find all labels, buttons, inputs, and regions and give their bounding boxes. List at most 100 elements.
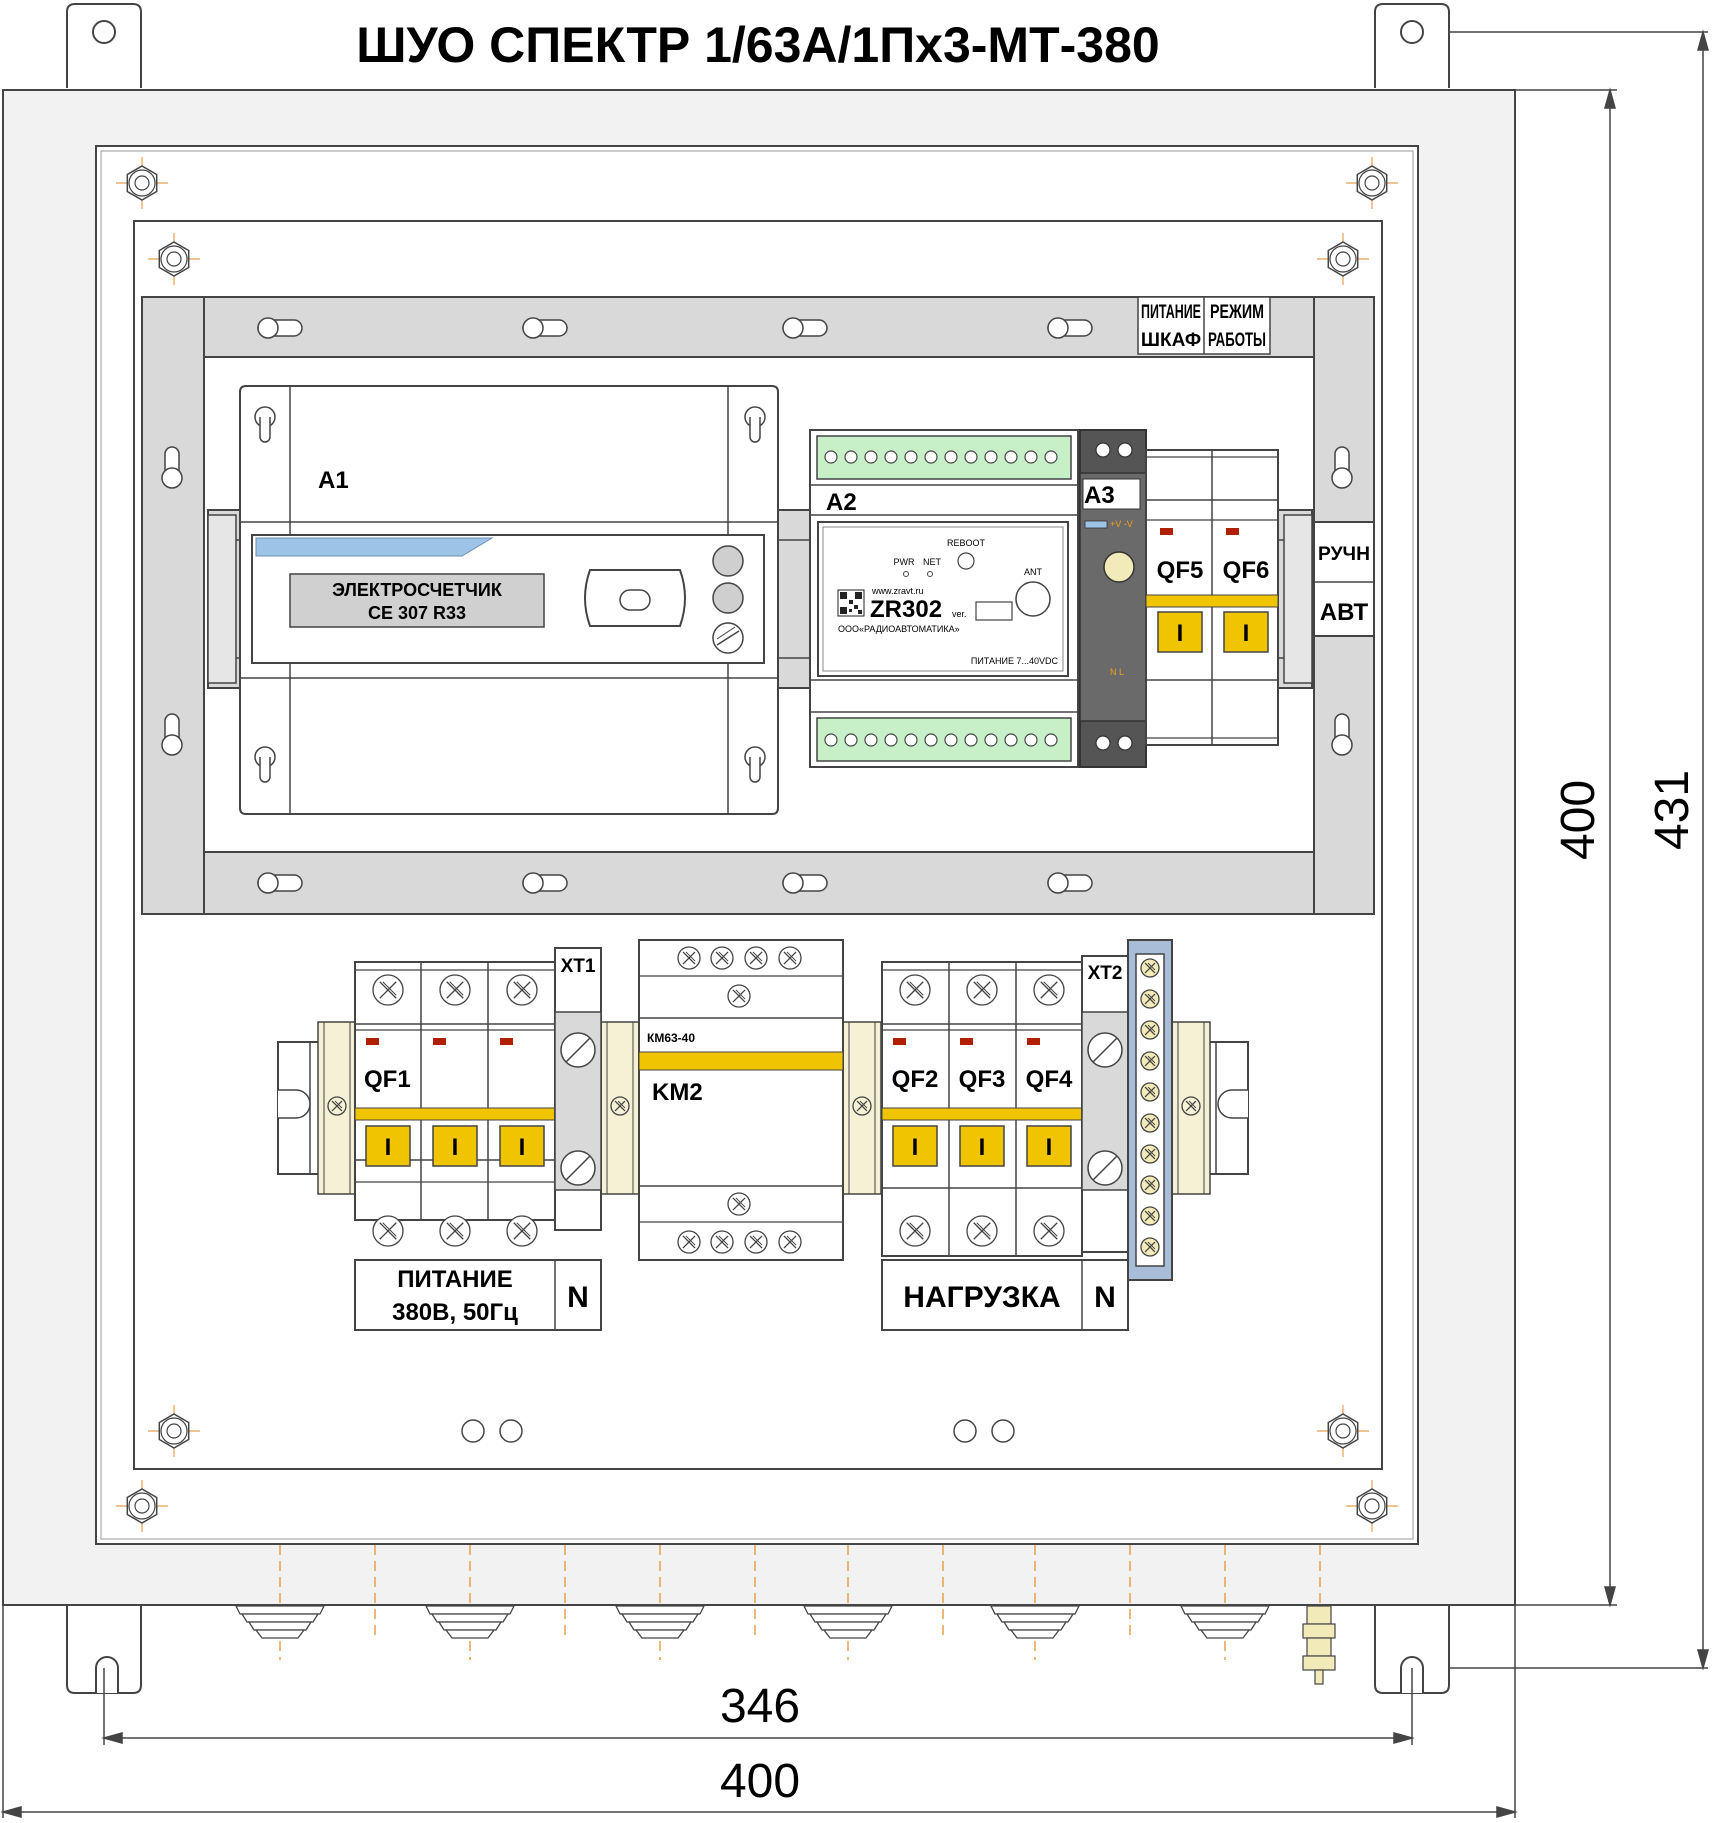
frame-slot — [782, 317, 828, 339]
cable-gland-icon — [802, 1605, 894, 1639]
load-label: НАГРУЗКА — [903, 1281, 1060, 1314]
terminal-screw-icon — [372, 974, 404, 1006]
terminal-screw-icon — [966, 1215, 998, 1247]
power-supply-in-label: N L — [1110, 667, 1124, 677]
cable-gland-icon — [614, 1605, 706, 1639]
frame-slot — [522, 872, 568, 894]
cable-gland-icon — [234, 1605, 326, 1639]
power-supply-led — [1084, 520, 1108, 529]
drawing-title: ШУО СПЕКТР 1/63А/1Пх3-МТ-380 — [356, 17, 1159, 73]
supply-label-1: ПИТАНИЕ — [397, 1266, 513, 1293]
hex-nut-icon — [1317, 1405, 1369, 1457]
terminal-point — [824, 733, 838, 747]
terminal-screw-icon — [778, 1230, 802, 1254]
terminal-screw-icon — [1140, 1175, 1160, 1195]
net-led — [927, 571, 933, 577]
terminal-screw-icon — [439, 974, 471, 1006]
controller-ant-label: ANT — [1024, 567, 1043, 577]
meter-keyholes — [254, 406, 766, 783]
breaker-qf2-handle[interactable]: I — [892, 1125, 938, 1167]
contactor-model: КМ63-40 — [647, 1031, 695, 1045]
terminal-point — [984, 733, 998, 747]
terminal-screw-icon — [899, 1215, 931, 1247]
terminal-screw-icon — [1140, 1237, 1160, 1257]
controller-top-terminals — [816, 435, 1072, 480]
terminal-xt2: XT2 — [1081, 955, 1129, 1253]
voltage-trimmer[interactable] — [1103, 551, 1135, 583]
breaker-qf3-label: QF3 — [959, 1066, 1006, 1093]
terminal-point — [1004, 450, 1018, 464]
terminal-point — [824, 450, 838, 464]
contactor-ref: KM2 — [652, 1079, 703, 1106]
device-screws — [372, 946, 1065, 1254]
breaker-qf3-handle[interactable]: I — [959, 1125, 1005, 1167]
terminal-screw-icon — [710, 1230, 734, 1254]
breaker-qf4-handle[interactable]: I — [1026, 1125, 1072, 1167]
terminal-screw-icon — [1033, 1215, 1065, 1247]
power-supply-out-label: +V -V — [1110, 519, 1133, 529]
supply-neutral-label: N — [567, 1281, 589, 1314]
terminal-screw-icon — [852, 1096, 872, 1116]
dim-height-outer: 431 — [1646, 770, 1699, 850]
antenna-connector[interactable] — [1015, 581, 1051, 617]
terminal-screw-icon — [610, 1096, 630, 1116]
fasteners — [116, 157, 1398, 1532]
terminal-point — [944, 450, 958, 464]
terminal-point — [884, 733, 898, 747]
mounting-plate-frame-inner — [100, 150, 1414, 1540]
keyhole-icon — [254, 406, 276, 443]
guide-lines — [279, 1545, 1321, 1660]
controller-a2[interactable]: REBOOT PWR NET ANT www.zravt.ru ZR302 ve… — [809, 429, 1079, 768]
controller-model: ZR302 — [870, 596, 942, 623]
dimension-lines — [0, 29, 1709, 1818]
meter-a1[interactable]: ЭЛЕКТРОСЧЕТЧИК CE 307 R33 A1 — [239, 385, 779, 815]
terminal-point — [1044, 450, 1058, 464]
meter-button-1[interactable] — [712, 545, 744, 577]
breakers-qf5-qf6: QF5 QF6 I I — [1145, 449, 1279, 746]
reboot-button[interactable] — [957, 552, 975, 570]
terminal-screw-icon — [1140, 1020, 1160, 1040]
breakers-qf2-qf4: QF2 QF3 QF4 I I I — [881, 961, 1083, 1257]
rail-end-clamp — [842, 1021, 882, 1195]
breaker-qf6-handle[interactable]: I — [1223, 611, 1269, 653]
controller-reboot-label: REBOOT — [947, 538, 986, 548]
version-box — [975, 601, 1013, 621]
ear-top-left — [66, 3, 142, 88]
ear-hole-top-left — [92, 20, 116, 44]
terminal-screw-icon — [1140, 1206, 1160, 1226]
frame-slot — [161, 446, 183, 489]
terminal-point — [844, 733, 858, 747]
qf1-on-mark-2: I — [452, 1134, 459, 1161]
meter-button-2[interactable] — [712, 582, 744, 614]
controller-site: www.zravt.ru — [871, 586, 924, 596]
terminal-screw-icon — [1140, 1144, 1160, 1164]
terminal-point — [924, 733, 938, 747]
terminal-screw-icon — [899, 974, 931, 1006]
rail-end-clamp — [600, 1021, 640, 1195]
breaker-qf5-handle[interactable]: I — [1157, 611, 1203, 653]
terminal-point — [904, 733, 918, 747]
mode-auto-label[interactable]: АВТ — [1320, 599, 1369, 626]
terminal-point — [964, 733, 978, 747]
breaker-qf5-label: QF5 — [1157, 557, 1204, 584]
terminal-point — [944, 733, 958, 747]
load-neutral-label: N — [1094, 1281, 1116, 1314]
top-labels: ПИТАНИЕ ШКАФ РЕЖИМ РАБОТЫ — [1137, 296, 1271, 355]
rail-end-clamp — [1171, 1021, 1211, 1195]
terminal-screw-icon — [1140, 989, 1160, 1009]
terminal-point — [984, 450, 998, 464]
pwr-led — [903, 571, 909, 577]
cable-gland-icon — [1179, 1605, 1271, 1639]
cable-glands — [234, 1605, 1271, 1639]
power-supply-a3[interactable]: A3 +V -V N L — [1079, 429, 1147, 768]
hex-nut-icon — [1317, 233, 1369, 285]
mode-manual-label[interactable]: РУЧН — [1318, 544, 1370, 565]
terminal-screw-icon — [1033, 974, 1065, 1006]
frame-slot — [257, 872, 303, 894]
breaker-qf1-handle[interactable]: I I I — [365, 1125, 545, 1167]
dim-width-outer: 400 — [720, 1755, 800, 1808]
terminal-xt1: XT1 — [554, 947, 602, 1231]
terminal-point — [1024, 450, 1038, 464]
mode-switch[interactable]: РУЧН АВТ — [1313, 521, 1375, 637]
